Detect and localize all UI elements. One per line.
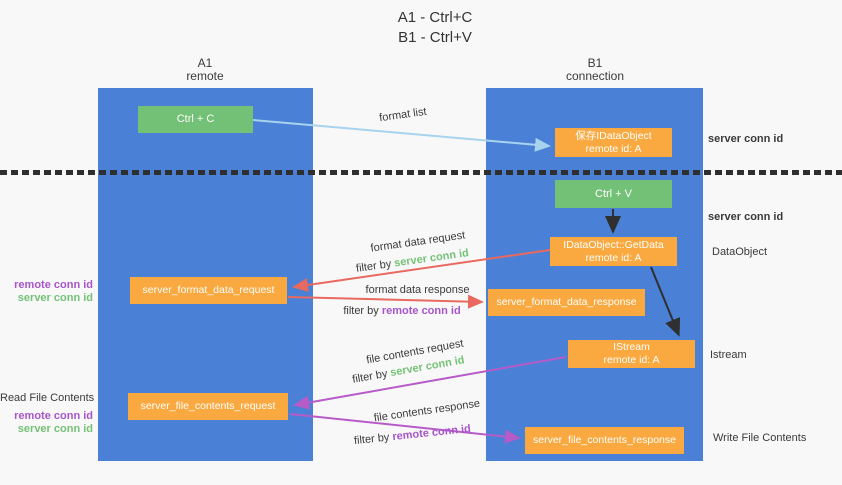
label-filter-by-2: filter by bbox=[343, 305, 382, 317]
node-server-format-data-response-label: server_format_data_response bbox=[496, 296, 637, 308]
lane-header-b1: B1 connection bbox=[535, 57, 655, 83]
lane-b1-title: B1 bbox=[587, 56, 603, 70]
node-server-format-data-request-label: server_format_data_request bbox=[142, 284, 275, 296]
diagram-title: A1 - Ctrl+C B1 - Ctrl+V bbox=[320, 8, 550, 48]
label-filter-remote-conn-id-1: remote conn id bbox=[381, 305, 461, 317]
diagram-title-line2: B1 - Ctrl+V bbox=[398, 29, 472, 46]
side-label-server-conn-id-left-bottom: server conn id bbox=[17, 423, 93, 435]
side-label-conn-ids-bottom: remote conn id server conn id bbox=[0, 410, 93, 436]
arrow-format-data-request bbox=[292, 249, 551, 292]
side-label-remote-conn-id-top: remote conn id bbox=[14, 279, 93, 291]
node-ctrl-v: Ctrl + V bbox=[555, 180, 672, 208]
side-label-dataobject: DataObject bbox=[712, 246, 768, 258]
node-idataobject-getdata-line1: IDataObject::GetData bbox=[563, 238, 664, 251]
node-server-file-contents-request: server_file_contents_request bbox=[128, 393, 288, 420]
side-label-conn-ids-top: remote conn id server conn id bbox=[0, 279, 93, 305]
node-save-idataobject: 保存IDataObject remote id: A bbox=[555, 128, 672, 157]
side-label-server-conn-id-mid: server conn id bbox=[708, 211, 784, 223]
label-filter-by-remote-1: filter by remote conn id bbox=[342, 305, 462, 318]
lane-a1-title: A1 bbox=[197, 56, 213, 70]
node-save-idataobject-line2: remote id: A bbox=[585, 142, 642, 155]
node-server-file-contents-response: server_file_contents_response bbox=[525, 427, 684, 454]
node-istream-line1: IStream bbox=[613, 341, 650, 353]
dotted-separator-line bbox=[0, 170, 842, 175]
node-ctrl-v-label: Ctrl + V bbox=[595, 187, 632, 200]
node-server-file-contents-response-label: server_file_contents_response bbox=[532, 434, 676, 446]
lane-b1-subtitle: connection bbox=[565, 69, 625, 83]
node-idataobject-getdata: IDataObject::GetData remote id: A bbox=[550, 237, 677, 266]
lane-a1-subtitle: remote bbox=[186, 69, 224, 83]
arrow-getdata-to-istream bbox=[650, 266, 681, 337]
node-server-format-data-request: server_format_data_request bbox=[130, 277, 287, 304]
node-server-file-contents-request-label: server_file_contents_request bbox=[140, 400, 276, 412]
side-label-remote-conn-id-bottom: remote conn id bbox=[14, 410, 93, 422]
arrow-file-contents-request bbox=[293, 356, 567, 410]
node-save-idataobject-line1: 保存IDataObject bbox=[575, 129, 652, 142]
node-istream: IStream remote id: A bbox=[568, 340, 695, 368]
node-server-format-data-response: server_format_data_response bbox=[488, 289, 645, 316]
lane-header-a1: A1 remote bbox=[145, 57, 265, 83]
side-label-read-file-contents: Read File Contents bbox=[0, 392, 95, 404]
node-istream-line2: remote id: A bbox=[603, 354, 660, 366]
diagram-title-line1: A1 - Ctrl+C bbox=[397, 9, 473, 26]
node-ctrl-c: Ctrl + C bbox=[138, 106, 253, 133]
arrow-format-list bbox=[252, 119, 551, 152]
arrow-file-contents-response bbox=[289, 413, 521, 444]
label-filter-by-4: filter by bbox=[353, 431, 394, 448]
side-label-server-conn-id-left-top: server conn id bbox=[17, 292, 93, 304]
side-label-server-conn-id-top: server conn id bbox=[708, 133, 784, 145]
node-idataobject-getdata-line2: remote id: A bbox=[585, 251, 642, 264]
side-label-istream: Istream bbox=[710, 349, 747, 361]
label-format-data-response: format data response bbox=[365, 284, 470, 296]
arrow-format-data-response bbox=[287, 294, 484, 309]
side-label-write-file-contents: Write File Contents bbox=[713, 432, 807, 444]
node-ctrl-c-label: Ctrl + C bbox=[176, 113, 215, 125]
